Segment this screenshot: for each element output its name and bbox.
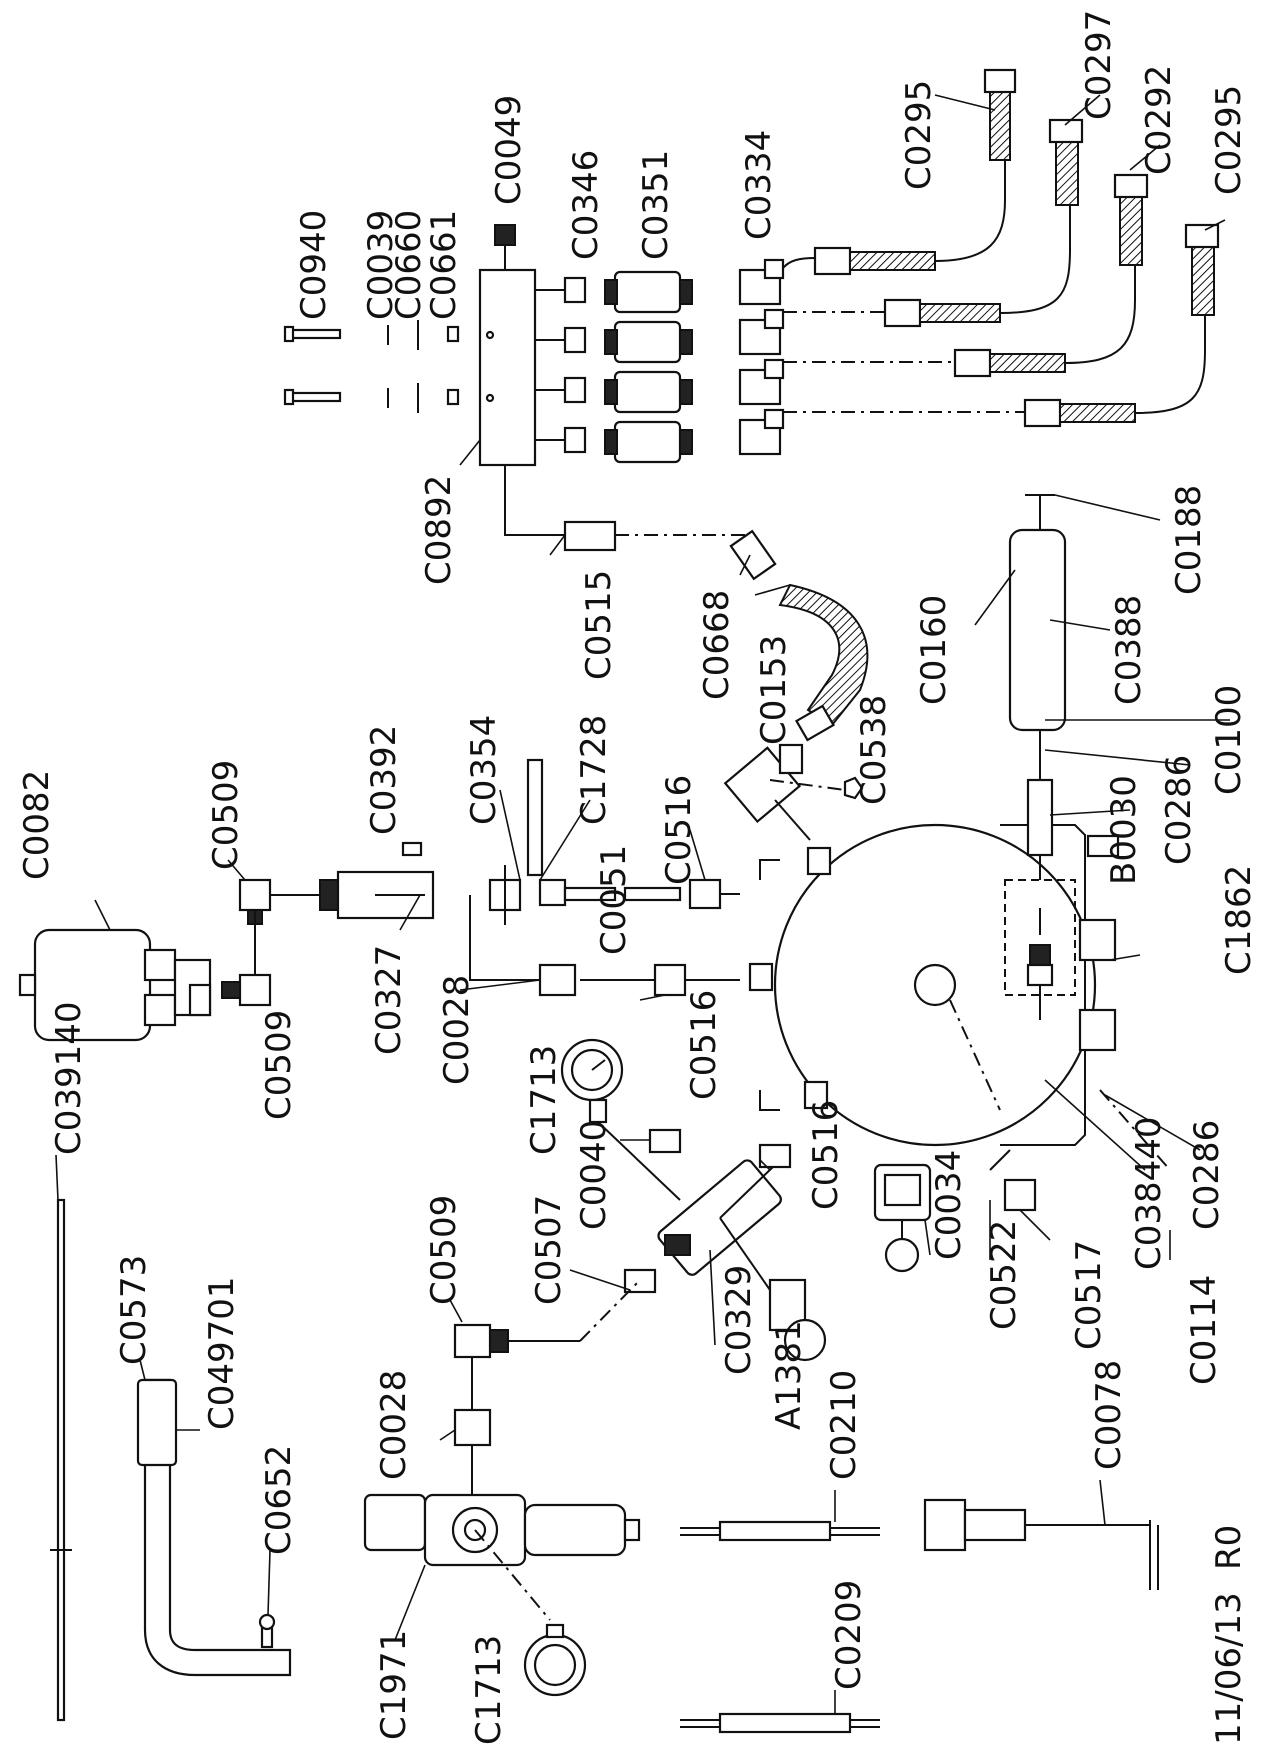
label-c0509-top-b: C0509 <box>259 1010 299 1120</box>
label-c0329: C0329 <box>719 1265 759 1375</box>
label-c0209: C0209 <box>829 1580 869 1690</box>
heating-element-group <box>1004 494 1076 1020</box>
label-c0516-b: C0516 <box>684 990 724 1100</box>
label-c1862: C1862 <box>1219 865 1259 975</box>
label-c0286-a: C0286 <box>1159 755 1199 865</box>
revision-label: R0 <box>1209 1525 1249 1570</box>
elbow-fittings-top <box>221 878 335 1007</box>
fitting-c0327 <box>319 841 435 920</box>
label-c0188: C0188 <box>1169 485 1209 595</box>
safety-valve <box>723 743 864 841</box>
distributor-manifold <box>478 224 565 536</box>
label-c0516-a: C0516 <box>659 775 699 885</box>
label-c0100: C0100 <box>1209 685 1249 795</box>
label-c1713-top: C1713 <box>524 1045 564 1155</box>
part-labels: C0082 C0509 C0509 C0392 C0327 C0028 C035… <box>17 10 1259 1745</box>
label-c0114: C0114 <box>1184 1275 1224 1385</box>
long-rod <box>50 1198 72 1722</box>
solenoid-row <box>535 258 785 464</box>
pressure-gauge-top <box>560 1038 682 1201</box>
label-c039140: C039140 <box>49 1001 89 1155</box>
cables <box>680 1498 1159 1734</box>
label-c0538: C0538 <box>854 695 894 805</box>
label-c0334: C0334 <box>739 130 779 240</box>
riser-pipe <box>469 895 740 997</box>
label-c0388: C0388 <box>1109 595 1149 705</box>
label-c0082: C0082 <box>17 770 57 880</box>
label-c0297: C0297 <box>1079 10 1119 120</box>
label-c0286-b: C0286 <box>1187 1120 1227 1230</box>
sight-gauge <box>768 1278 827 1362</box>
label-c0517: C0517 <box>1069 1240 1109 1350</box>
braided-hoses <box>782 68 1220 428</box>
label-c0292: C0292 <box>1139 65 1179 175</box>
label-c0940: C0940 <box>294 210 334 320</box>
label-c0346: C0346 <box>566 150 606 260</box>
label-c0522: C0522 <box>984 1220 1024 1330</box>
label-c0516-c: C0516 <box>806 1100 846 1210</box>
label-c0354: C0354 <box>464 715 504 825</box>
pressure-gauge-bottom <box>523 1623 587 1697</box>
label-c0661: C0661 <box>424 210 464 320</box>
label-c1971: C1971 <box>374 1630 414 1740</box>
fitting-c0329 <box>623 1143 792 1294</box>
label-c049701: C049701 <box>202 1276 242 1430</box>
label-c0034: C0034 <box>929 1150 969 1260</box>
label-c0507: C0507 <box>529 1195 569 1305</box>
label-c038440: C038440 <box>1129 1116 1169 1270</box>
label-c0039: C0039 <box>361 210 401 320</box>
l-wand <box>136 1378 292 1677</box>
level-probe <box>873 1163 932 1273</box>
lower-left-valve <box>453 1279 641 1495</box>
label-c0028-top: C0028 <box>437 975 477 1085</box>
label-c0668: C0668 <box>697 590 737 700</box>
label-c0392: C0392 <box>364 725 404 835</box>
date-label: 11/06/13 <box>1209 1592 1249 1745</box>
label-c1728: C1728 <box>574 715 614 825</box>
steam-hose <box>563 520 869 742</box>
screws-c0940 <box>283 320 460 413</box>
label-c0509-bot: C0509 <box>424 1195 464 1305</box>
label-c0153: C0153 <box>754 635 794 745</box>
label-c0049: C0049 <box>489 95 529 205</box>
boiler <box>759 823 1171 1171</box>
label-c0652: C0652 <box>259 1445 299 1555</box>
label-c0028-bot: C0028 <box>374 1370 414 1480</box>
steam-valve <box>488 758 740 925</box>
drain-plug <box>989 1149 1037 1212</box>
label-c0327: C0327 <box>369 945 409 1055</box>
label-c0295-a: C0295 <box>899 80 939 190</box>
label-c0210: C0210 <box>824 1370 864 1480</box>
label-c0160: C0160 <box>914 595 954 705</box>
water-filter-assembly <box>363 1493 641 1621</box>
label-c0051: C0051 <box>594 845 634 955</box>
label-b0030: B0030 <box>1104 775 1144 885</box>
leader-lines <box>55 94 1230 1714</box>
label-c0515: C0515 <box>579 570 619 680</box>
label-c0351: C0351 <box>636 150 676 260</box>
label-c0660: C0660 <box>389 210 429 320</box>
label-c0295-b: C0295 <box>1209 85 1249 195</box>
label-c0509-top-a: C0509 <box>206 760 246 870</box>
label-c0892: C0892 <box>419 475 459 585</box>
label-c0040: C0040 <box>574 1120 614 1230</box>
label-a1381: A1381 <box>769 1320 809 1430</box>
boiler-fittings <box>748 846 832 1110</box>
label-c0078: C0078 <box>1089 1360 1129 1470</box>
label-c1713-bot: C1713 <box>469 1635 509 1745</box>
pressure-switch <box>18 928 212 1042</box>
label-c0573: C0573 <box>114 1255 154 1365</box>
